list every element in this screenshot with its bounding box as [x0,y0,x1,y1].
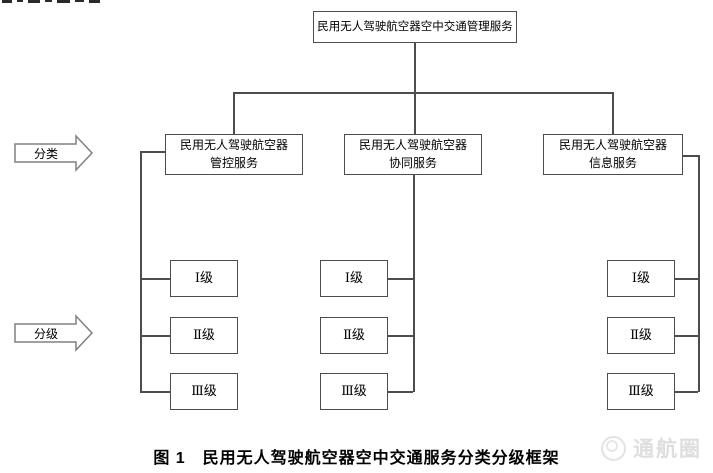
level-label: Ⅰ级 [194,270,214,286]
classification-arrow-label: 分类 [33,146,58,161]
right-arrow-icon [14,134,94,172]
connector-left-level2 [140,335,170,337]
grading-arrow: 分级 [14,313,94,353]
watermark: 通航圈 [601,428,709,468]
connector-middle-level1 [388,278,413,280]
level-box-information-1: Ⅰ级 [607,260,675,297]
grading-arrow-label: 分级 [33,326,58,341]
category-coordination-line1: 民用无人驾驶航空器 [358,138,467,153]
category-control-line1: 民用无人驾驶航空器 [179,138,288,153]
level-box-information-2: Ⅱ级 [607,317,675,354]
clipped-text-fragment [2,0,100,4]
watermark-circle-logo-icon [601,435,626,461]
connector-root-drop [414,43,416,134]
watermark-text: 通航圈 [633,438,702,461]
level-box-information-3: Ⅲ级 [607,373,675,410]
category-box-information: 民用无人驾驶航空器 信息服务 [543,134,683,175]
category-coordination-line2: 协同服务 [388,155,437,170]
connector-branch-horizontal [233,92,613,94]
category-information-line1: 民用无人驾驶航空器 [558,138,667,153]
level-label: Ⅱ级 [193,327,215,343]
level-label: Ⅱ级 [343,327,365,343]
level-box-coordination-1: Ⅰ级 [320,260,388,297]
level-label: Ⅲ级 [628,383,654,399]
root-node-label: 民用无人驾驶航空器空中交通管理服务 [317,20,513,33]
level-label: Ⅱ级 [630,327,652,343]
connector-right-vertical [698,155,700,392]
level-box-control-2: Ⅱ级 [170,317,238,354]
category-information-line2: 信息服务 [588,155,637,170]
category-box-control: 民用无人驾驶航空器 管控服务 [165,134,303,175]
connector-drop-left [233,92,235,134]
category-control-line2: 管控服务 [209,155,258,170]
connector-middle-level2 [388,335,413,337]
level-label: Ⅲ级 [191,383,217,399]
connector-right-level2 [675,335,698,337]
figure-caption: 图 1 民用无人驾驶航空器空中交通服务分类分级框架 [153,450,560,467]
right-arrow-icon [14,314,94,352]
connector-left-stub-top [140,151,165,153]
classification-arrow: 分类 [14,133,94,173]
level-box-control-1: Ⅰ级 [170,260,238,297]
connector-right-level1 [675,278,698,280]
connector-left-level3 [140,391,170,393]
level-label: Ⅰ级 [631,270,651,286]
category-box-coordination: 民用无人驾驶航空器 协同服务 [344,134,482,175]
connector-middle-vertical [413,175,415,392]
connector-left-level1 [140,278,170,280]
level-box-coordination-2: Ⅱ级 [320,317,388,354]
level-box-control-3: Ⅲ级 [170,373,238,410]
level-label: Ⅲ级 [341,383,367,399]
connector-right-stub-top [683,155,698,157]
level-label: Ⅰ级 [344,270,364,286]
connector-drop-right [612,92,614,134]
connector-right-level3 [675,391,698,393]
root-node-box: 民用无人驾驶航空器空中交通管理服务 [313,11,517,43]
connector-left-vertical [140,151,142,392]
connector-middle-level3 [388,391,413,393]
level-box-coordination-3: Ⅲ级 [320,373,388,410]
